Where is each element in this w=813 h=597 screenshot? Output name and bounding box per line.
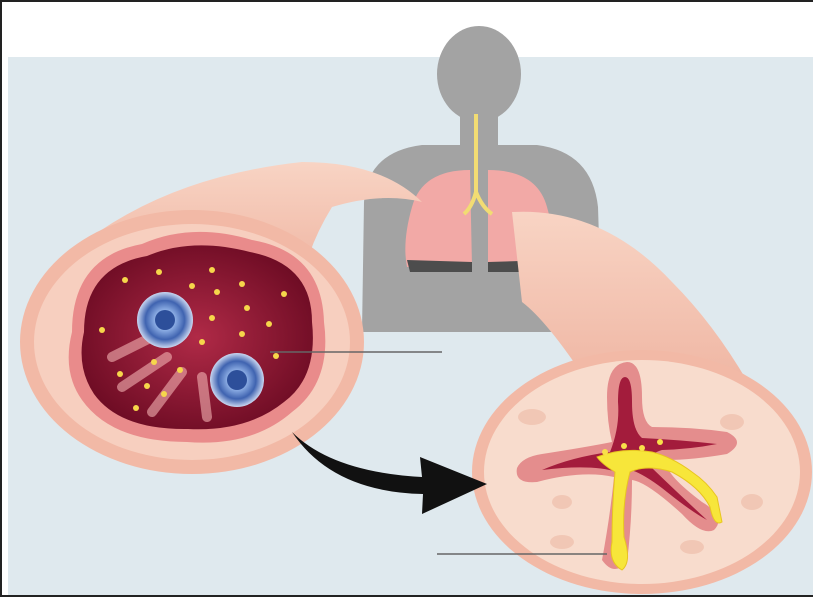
immune-cell-icon bbox=[137, 292, 193, 348]
normal-airway-cross-section bbox=[20, 210, 364, 474]
constricted-airway-cross-section bbox=[472, 350, 812, 594]
progression-arrow-icon bbox=[292, 432, 487, 514]
immune-cell-icon bbox=[210, 353, 264, 407]
